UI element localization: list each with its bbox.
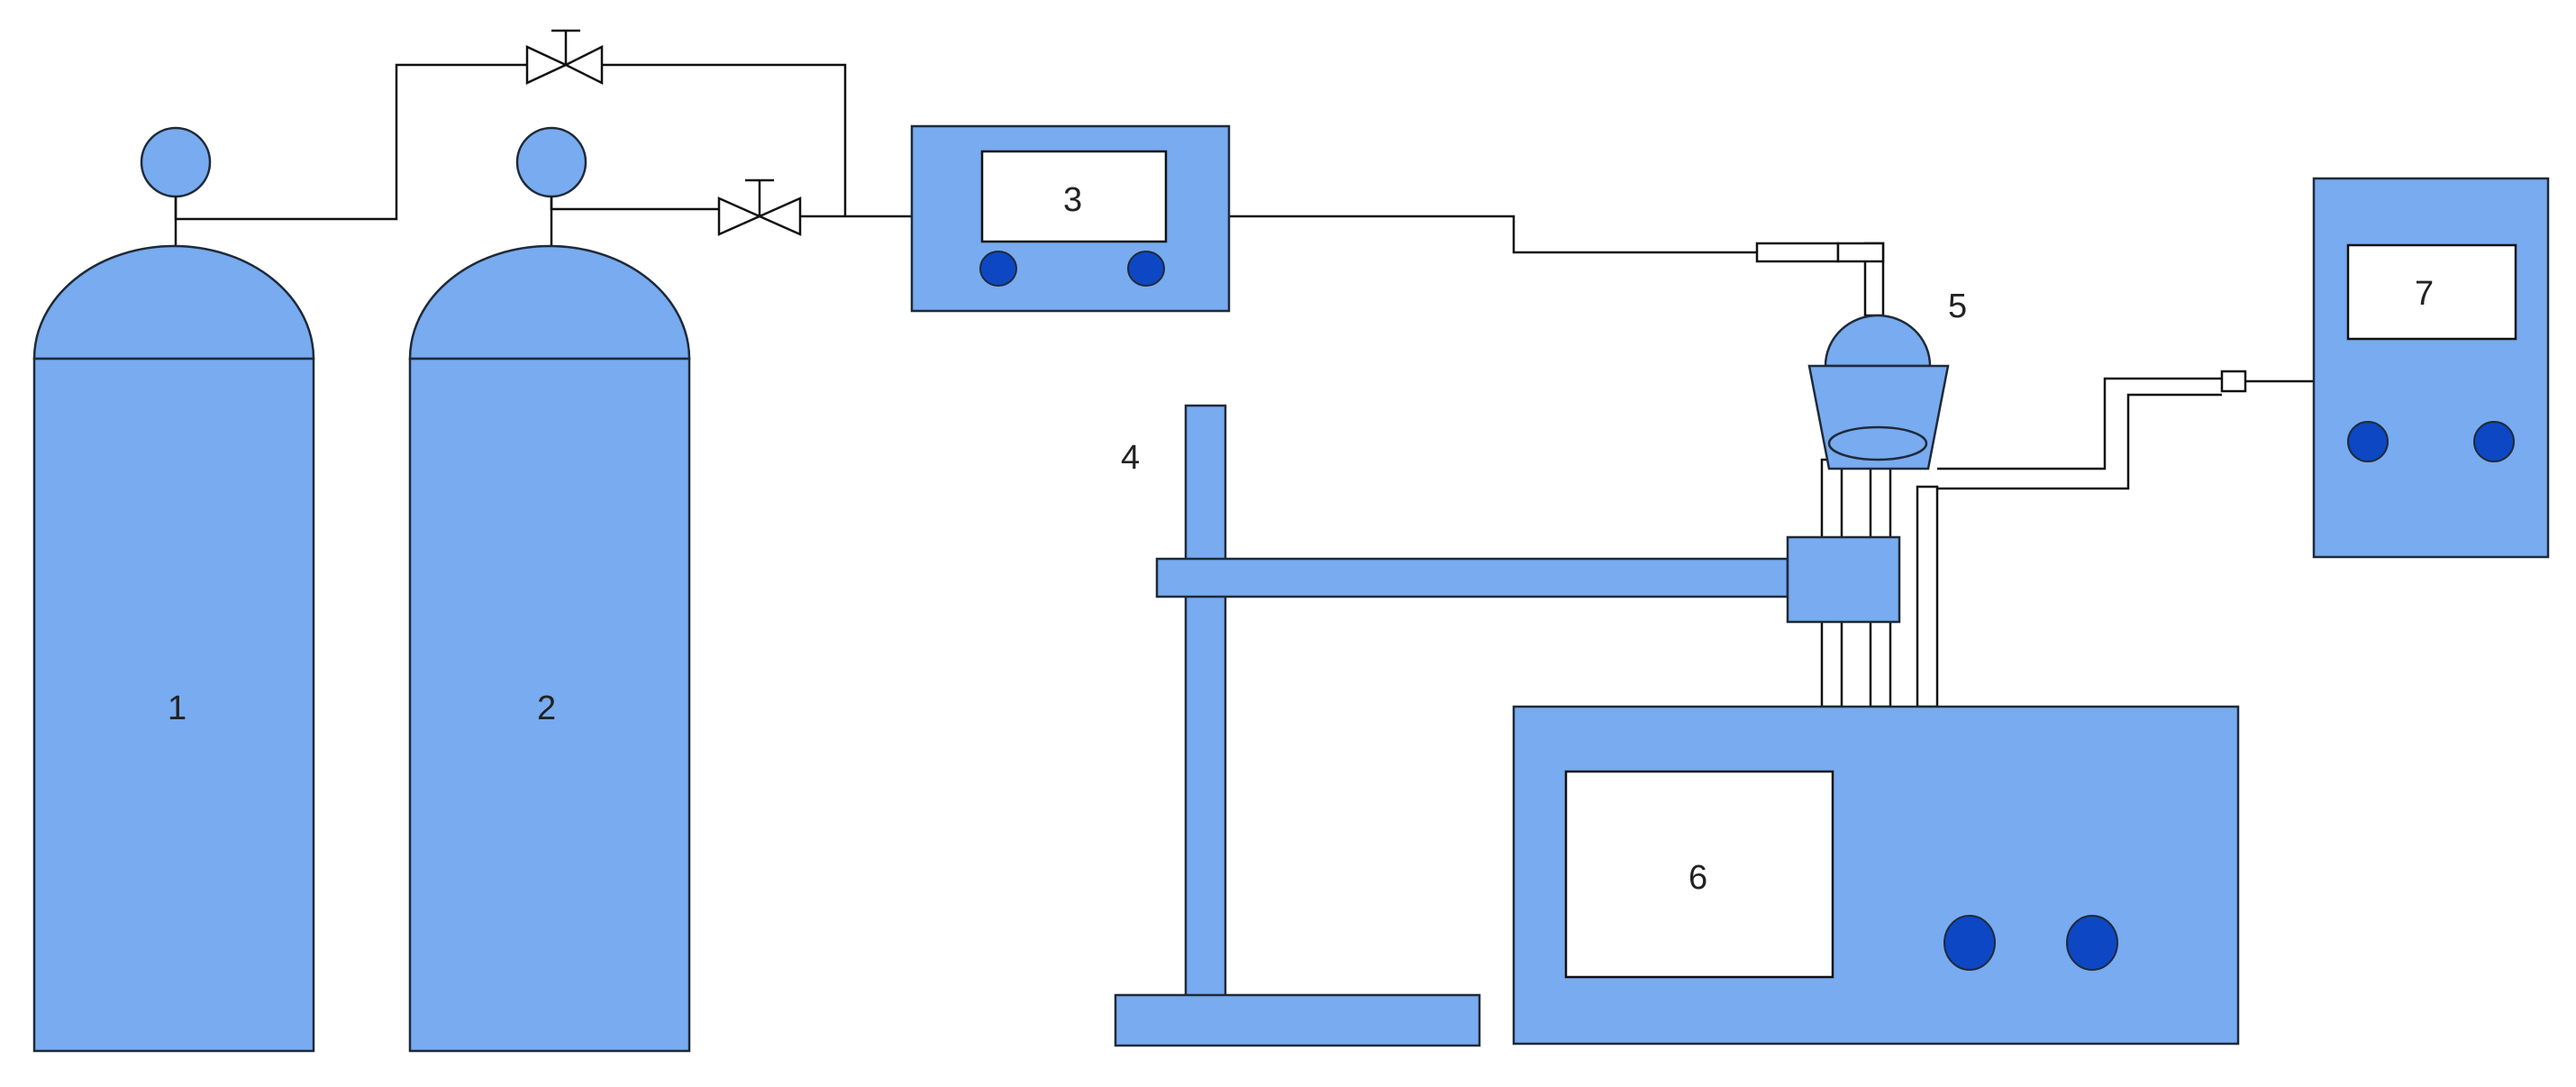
knob-icon bbox=[1943, 915, 1996, 971]
knob-icon bbox=[2347, 421, 2389, 462]
valve-icon bbox=[717, 178, 802, 236]
pipe-cylinder-1 bbox=[174, 63, 527, 221]
knob-icon bbox=[2473, 421, 2515, 462]
flow-controller-3: 3 bbox=[910, 124, 1231, 313]
reaction-vessel-5: 5 bbox=[1755, 242, 2314, 708]
cylinder-2-label: 2 bbox=[537, 690, 556, 727]
pipe-cylinder-2 bbox=[550, 196, 719, 211]
knob-icon bbox=[979, 251, 1017, 287]
gauge-icon bbox=[515, 126, 587, 198]
controller-3-label: 3 bbox=[1063, 181, 1082, 219]
measurement-meter-7: 7 bbox=[2312, 177, 2550, 559]
gas-cylinder-2: 2 bbox=[408, 126, 691, 1053]
stand-4-label: 4 bbox=[1121, 439, 1140, 477]
knob-icon bbox=[1127, 251, 1165, 287]
gauge-icon bbox=[140, 126, 212, 198]
knob-icon bbox=[2066, 915, 2118, 971]
heater-6-label: 6 bbox=[1689, 859, 1707, 897]
cylinder-1-label: 1 bbox=[168, 690, 187, 727]
valve-icon bbox=[525, 29, 604, 86]
gas-cylinder-1: 1 bbox=[32, 126, 315, 1053]
meter-7-label: 7 bbox=[2415, 275, 2434, 313]
vessel-5-label: 5 bbox=[1948, 288, 1967, 325]
heater-stirrer-6: 6 bbox=[1512, 705, 2240, 1046]
pipe-controller-to-vessel bbox=[1229, 215, 1757, 254]
pipe-vessel-to-meter bbox=[1937, 377, 2222, 470]
support-stand-4: 4 bbox=[1114, 404, 1789, 1047]
pipe-top-branch bbox=[602, 63, 847, 216]
